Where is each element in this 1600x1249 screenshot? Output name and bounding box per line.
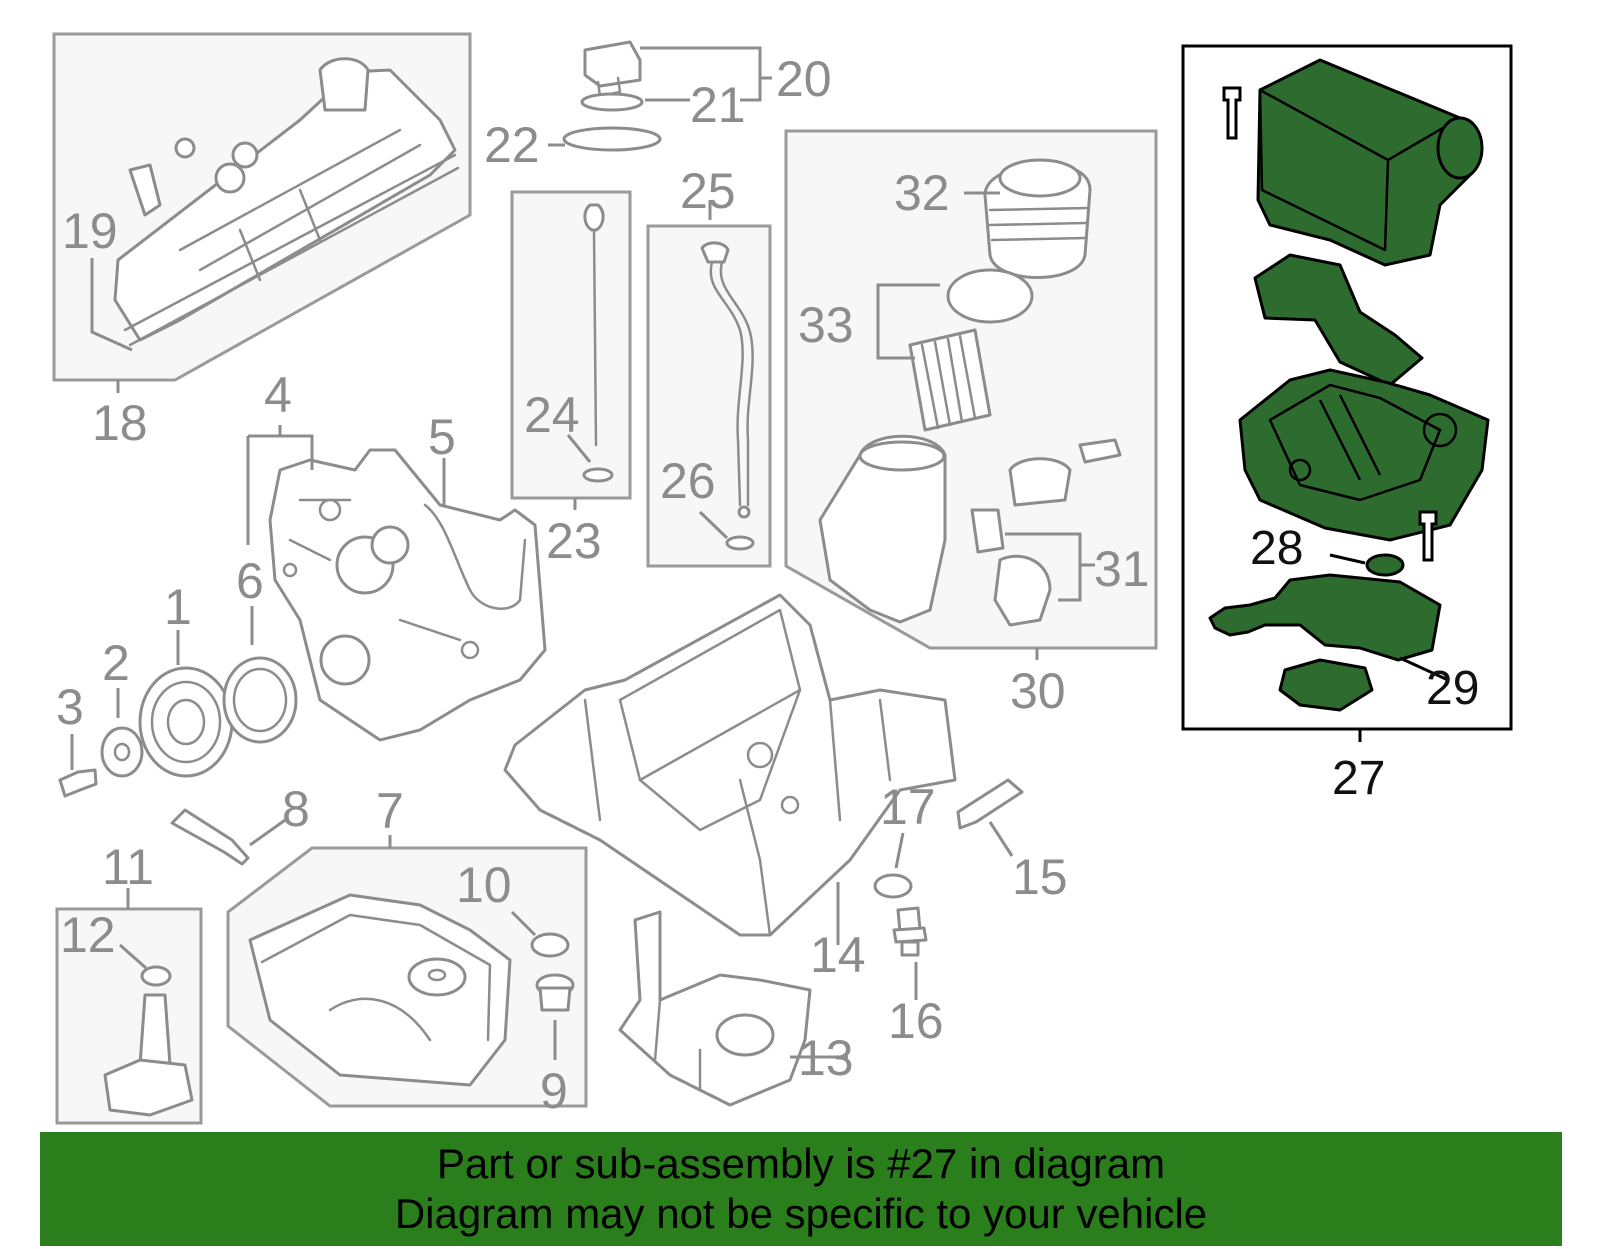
valve-cover-part (113, 57, 460, 347)
callout-20: 20 (776, 51, 832, 107)
gasket-29 (1208, 573, 1442, 662)
callout-3: 3 (56, 679, 84, 735)
callout-30: 30 (1010, 663, 1066, 719)
leader-12 (119, 943, 147, 970)
sealant-tube-8 (170, 808, 250, 866)
callout-28: 28 (1250, 522, 1303, 575)
callout-17: 17 (880, 779, 936, 835)
callout-8: 8 (282, 781, 310, 837)
callout-29: 29 (1426, 662, 1479, 715)
info-banner: Part or sub-assembly is #27 in diagram D… (40, 1132, 1562, 1246)
callout-13: 13 (798, 1030, 854, 1086)
callout-1: 1 (164, 579, 192, 635)
callout-10: 10 (456, 857, 512, 913)
drain-washer-10 (530, 932, 570, 958)
leader-24 (566, 434, 592, 463)
leader-15 (988, 821, 1014, 857)
callout-18: 18 (92, 395, 148, 451)
leader-20-21 (640, 46, 772, 102)
o-ring-28 (1365, 553, 1405, 577)
callout-32: 32 (894, 165, 950, 221)
callout-5: 5 (428, 409, 456, 465)
leader-28 (1329, 553, 1366, 565)
lower-oil-pan-part (248, 893, 512, 1087)
sensor-seal-12 (140, 965, 172, 987)
callout-24: 24 (524, 387, 580, 443)
callout-16: 16 (888, 993, 944, 1049)
leader-10 (510, 910, 537, 937)
callout-26: 26 (660, 453, 716, 509)
callout-2: 2 (102, 635, 130, 691)
timing-cover-part (268, 448, 547, 742)
callout-31: 31 (1094, 541, 1150, 597)
leader-29 (1399, 656, 1449, 682)
banner-line-1: Part or sub-assembly is #27 in diagram (436, 1140, 1166, 1187)
banner-line-2: Diagram may not be specific to your vehi… (394, 1190, 1208, 1237)
box-25-dipstick-tube (646, 224, 772, 568)
leader-19 (90, 258, 133, 352)
upper-oil-pan-part (503, 593, 957, 937)
oil-pump-13 (618, 910, 812, 1107)
leader-26 (698, 510, 729, 540)
callout-21: 21 (690, 77, 746, 133)
drain-plug-seal-17 (873, 873, 913, 899)
leader-33 (876, 283, 940, 360)
oil-filter-housing-part (818, 158, 1122, 627)
callout-4: 4 (264, 367, 292, 423)
drain-plug-9 (535, 973, 575, 1012)
callout-27: 27 (1332, 752, 1385, 805)
callout-11: 11 (102, 839, 154, 895)
drain-plug-16 (892, 906, 928, 957)
filler-cap-part (562, 40, 662, 152)
callout-22: 22 (484, 117, 540, 173)
box-23-dipstick (510, 190, 632, 500)
dipstick-part (582, 203, 614, 483)
leader-4 (246, 425, 314, 545)
leader-17 (894, 832, 905, 869)
callout-15: 15 (1012, 849, 1068, 905)
leader-8 (249, 816, 289, 847)
oil-cooler-27 (1208, 58, 1490, 712)
callout-25: 25 (680, 163, 736, 219)
callout-14: 14 (810, 927, 866, 983)
callout-19: 19 (62, 203, 118, 259)
callout-9: 9 (540, 1063, 568, 1119)
leader-31 (1005, 532, 1095, 602)
callout-23: 23 (546, 513, 602, 569)
dipstick-tube-part (700, 241, 755, 551)
callout-6: 6 (236, 553, 264, 609)
callout-33: 33 (798, 297, 854, 353)
pulley-part (58, 656, 298, 798)
callout-7: 7 (376, 783, 404, 839)
oil-level-sensor-11 (103, 993, 194, 1117)
sealant-tube-15 (956, 778, 1024, 830)
callout-12: 12 (60, 907, 116, 963)
